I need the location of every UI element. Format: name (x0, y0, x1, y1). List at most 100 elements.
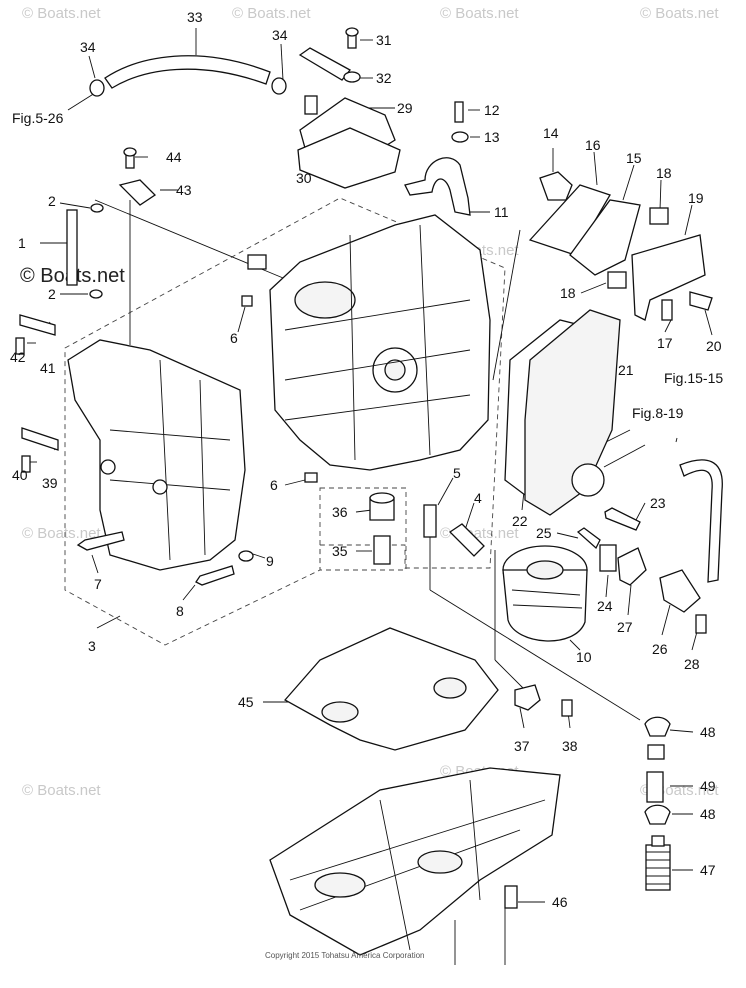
callout-18a: 18 (656, 165, 672, 181)
callout-11: 11 (494, 204, 509, 220)
callout-20: 20 (706, 338, 722, 354)
callout-45: 45 (238, 694, 254, 710)
callout-39: 39 (42, 475, 58, 491)
washer-13 (451, 131, 469, 143)
callout-48b: 48 (700, 806, 716, 822)
gasket-45-hole (321, 701, 359, 723)
spring-4 (448, 523, 485, 557)
callout-12: 12 (484, 102, 500, 118)
bolt-46 (504, 885, 518, 909)
bolt-17 (661, 299, 673, 321)
callout-38: 38 (562, 738, 578, 754)
callout-9: 9 (266, 553, 274, 569)
oil-pan (269, 767, 561, 956)
callout-26: 26 (652, 641, 668, 657)
collar-18-top (649, 207, 669, 225)
callout-8: 8 (176, 603, 184, 619)
callout-1: 1 (18, 235, 26, 251)
bolt-44-head (123, 147, 137, 157)
callout-16: 16 (585, 137, 601, 153)
sensor-group-outline (319, 487, 407, 571)
callout-6b: 6 (270, 477, 278, 493)
gasket-16 (528, 184, 611, 256)
crank-bore-inner (384, 359, 406, 381)
callout-14: 14 (543, 125, 559, 141)
elbow-26 (659, 569, 701, 613)
grommet-36-top (369, 492, 395, 504)
cylinder-block (269, 214, 491, 471)
bolt-25 (576, 527, 601, 550)
callout-3: 3 (88, 638, 96, 654)
callout-48a: 48 (700, 724, 716, 740)
clamp-20 (689, 291, 713, 311)
tube-1 (66, 209, 78, 286)
bolt-31-head (345, 27, 359, 37)
callout-labels: 1 2 2 3 4 5 6 6 7 8 9 10 11 12 13 14 15 … (10, 9, 722, 910)
washer-9 (238, 550, 254, 562)
clamp-37 (514, 684, 541, 711)
callout-25: 25 (536, 525, 552, 541)
hose-33 (104, 55, 271, 89)
callout-24: 24 (597, 598, 613, 614)
crankcase-boss-2 (152, 479, 168, 495)
pin-5 (423, 504, 437, 538)
ref-fig5-26: Fig.5-26 (12, 110, 64, 126)
bolt-8 (195, 565, 235, 586)
callout-44: 44 (166, 149, 182, 165)
dowel-6-bottom (304, 472, 318, 483)
block-fitting (247, 254, 267, 270)
bracket-11 (404, 157, 471, 216)
callout-7: 7 (94, 576, 102, 592)
bolt-38 (561, 699, 573, 717)
bolt-7 (76, 531, 125, 551)
watermark-5: © Boats.net (22, 525, 101, 542)
spacer-48 (647, 744, 665, 760)
callout-35: 35 (332, 543, 348, 559)
watermark-7: © Boats.net (22, 782, 101, 799)
thermostat-14 (539, 171, 573, 201)
bolt-12 (454, 101, 464, 123)
plate-39 (21, 427, 59, 451)
watermark-4: © Boats.net (640, 5, 719, 22)
callout-5: 5 (453, 465, 461, 481)
sensor-35 (373, 535, 391, 565)
oil-filter-10 (502, 545, 588, 642)
callout-2b: 2 (48, 286, 56, 302)
callout-32: 32 (376, 70, 392, 86)
callout-27: 27 (617, 619, 633, 635)
callout-40: 40 (12, 467, 28, 483)
ref-fig8-19: Fig.8-19 (632, 405, 684, 421)
bolt-40 (21, 455, 31, 473)
bolt-23 (604, 507, 641, 531)
clip-48-bottom (644, 804, 671, 825)
clip-34-left (89, 79, 105, 97)
dowel-6-top (241, 295, 253, 307)
bracket-19 (631, 234, 706, 321)
callout-2a: 2 (48, 193, 56, 209)
callout-33: 33 (187, 9, 203, 25)
callout-46: 46 (552, 894, 568, 910)
thermostat-cover-15 (569, 199, 641, 276)
cylinder-bore (294, 281, 356, 319)
callout-49: 49 (700, 778, 716, 794)
callout-10: 10 (576, 649, 592, 665)
ref-fig15-15: Fig.15-15 (664, 370, 723, 386)
callout-23: 23 (650, 495, 666, 511)
fitting-29 (304, 95, 318, 115)
callout-4: 4 (474, 490, 482, 506)
exhaust-cover-port (571, 463, 605, 497)
bolt-42 (15, 337, 25, 355)
callout-13: 13 (484, 129, 500, 145)
strap-32 (298, 47, 351, 81)
gasket-27 (617, 547, 647, 586)
grommet-32 (343, 71, 361, 83)
callout-37: 37 (514, 738, 530, 754)
callout-34a: 34 (80, 39, 96, 55)
tube-49 (646, 771, 664, 803)
gasket-45-hole-2 (433, 677, 467, 699)
copyright-notice: Copyright 2015 Tohatsu America Corporati… (265, 951, 425, 960)
callout-34b: 34 (272, 27, 288, 43)
callout-30: 30 (296, 170, 312, 186)
plate-41 (19, 314, 56, 336)
